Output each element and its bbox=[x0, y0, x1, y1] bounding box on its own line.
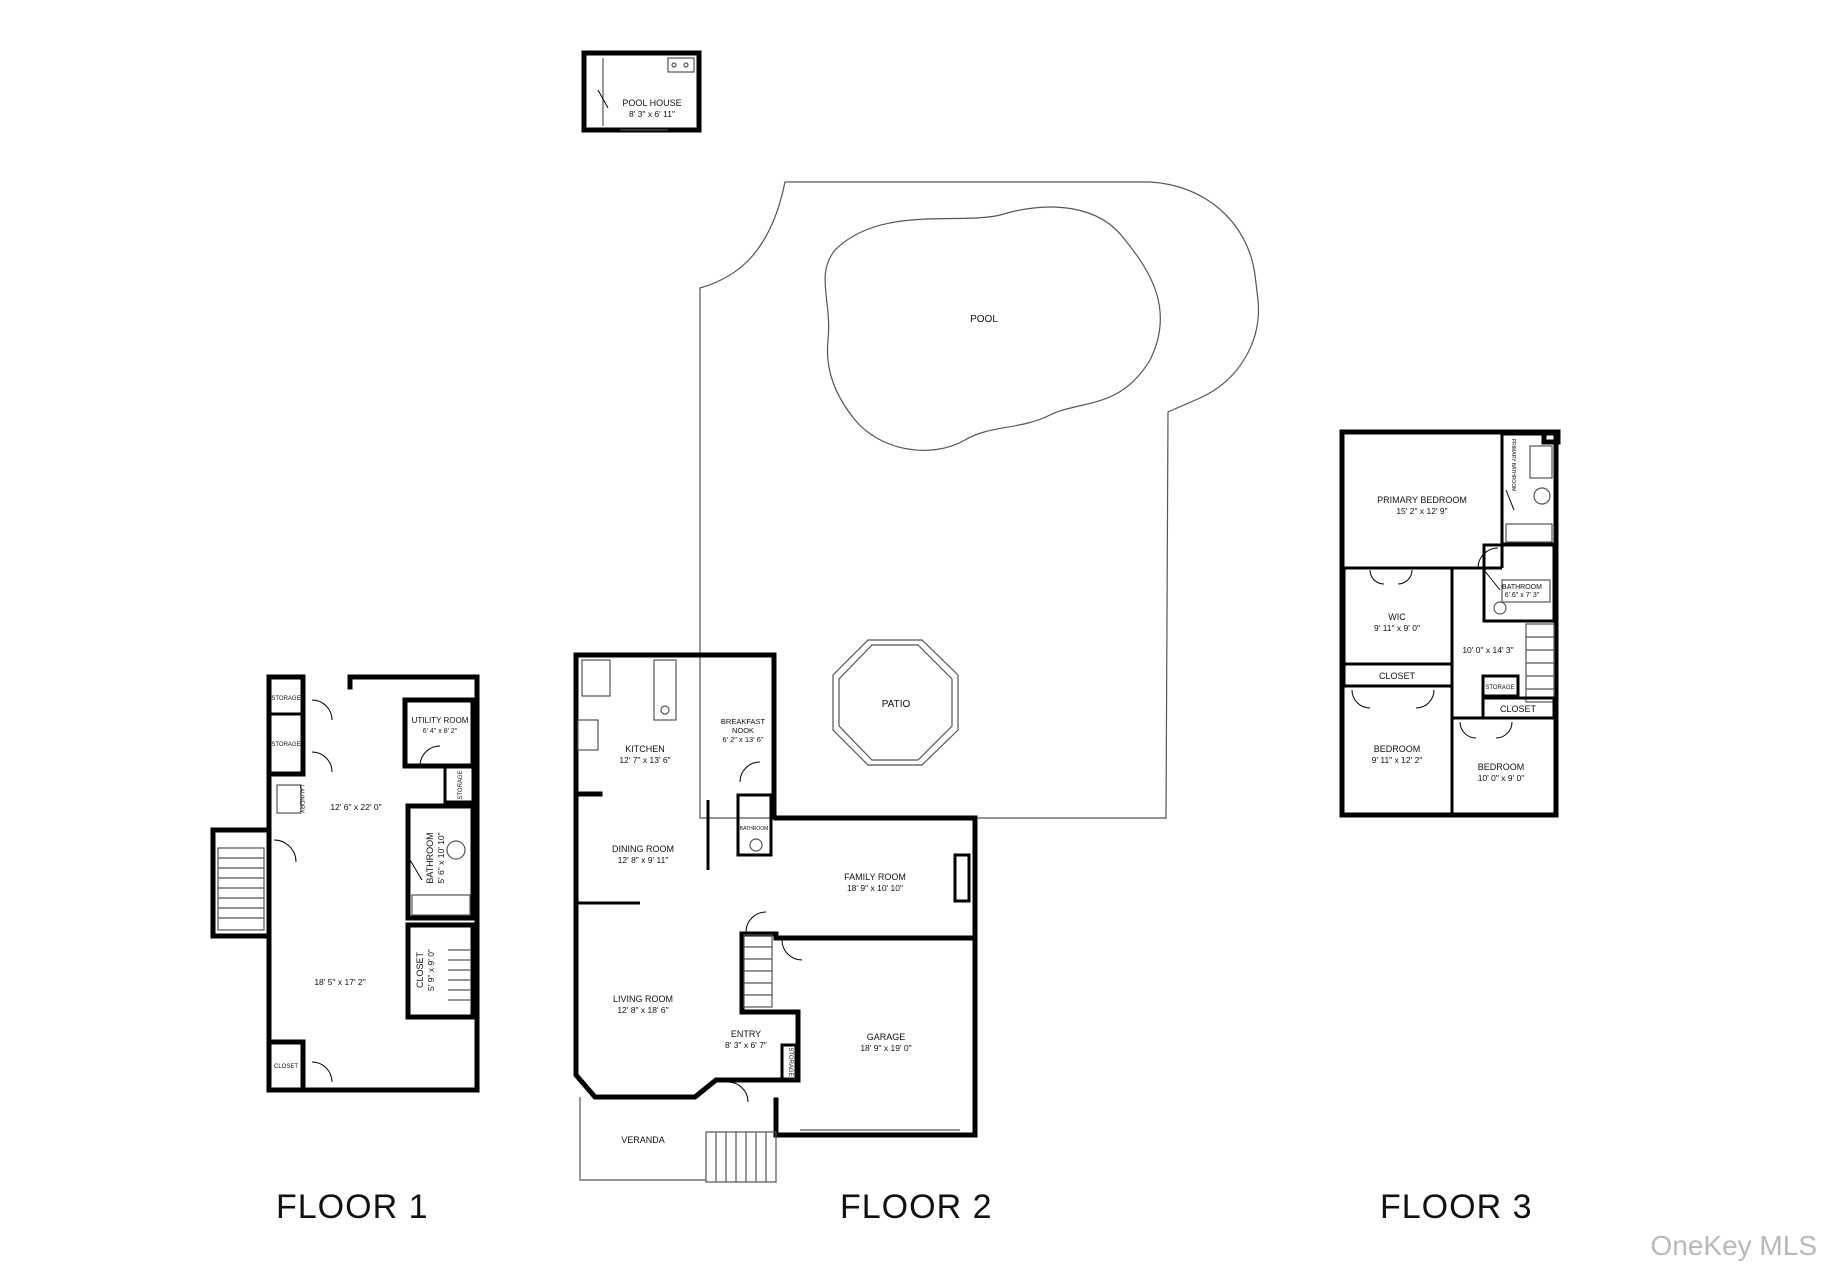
f2-living-room-dims: 12' 8" x 18' 6" bbox=[617, 1005, 668, 1015]
f1-storage-a-label: STORAGE bbox=[271, 696, 300, 702]
f1-closet-stairs bbox=[448, 949, 470, 1001]
f1-storage-b-label: STORAGE bbox=[271, 742, 300, 748]
f2-living-room-label: LIVING ROOM bbox=[613, 994, 673, 1004]
floor-1-plan: STORAGE STORAGE LAUNDRY UTILITY ROOM 6' … bbox=[210, 674, 480, 1093]
f1-bathroom-dims: 5' 6" x 10' 10" bbox=[436, 832, 446, 883]
watermark: OneKey MLS bbox=[1650, 1230, 1817, 1261]
f2-kitchen-label: KITCHEN bbox=[625, 744, 665, 754]
f3-closet-a-label: CLOSET bbox=[1379, 671, 1416, 681]
f2-breakfast-nook-label2: NOOK bbox=[732, 726, 754, 735]
f3-storage-label: STORAGE bbox=[1485, 685, 1514, 691]
f1-storage-c-label: STORAGE bbox=[458, 770, 464, 799]
patio-label: PATIO bbox=[882, 699, 911, 710]
f2-entry-label: ENTRY bbox=[731, 1029, 761, 1039]
f2-fireplace bbox=[953, 853, 971, 903]
f1-laundry-label: LAUNDRY bbox=[298, 785, 304, 814]
f2-garage-dims: 18' 9" x 19' 0" bbox=[860, 1043, 911, 1053]
pool-house-label: POOL HOUSE bbox=[622, 98, 681, 108]
f1-utility-room-label: UTILITY ROOM bbox=[412, 716, 469, 725]
f3-bedroom-a-dims: 9' 11" x 12' 2" bbox=[1372, 755, 1423, 765]
f3-bathroom-label: BATHROOM bbox=[1502, 584, 1542, 591]
f1-stairs bbox=[217, 847, 265, 931]
f2-garage-label: GARAGE bbox=[867, 1032, 906, 1042]
f3-primary-bedroom-label: PRIMARY BEDROOM bbox=[1377, 495, 1467, 505]
f1-utility-room-dims: 6' 4" x 8' 2" bbox=[423, 728, 458, 735]
f2-dining-room-dims: 12' 8" x 9' 11" bbox=[618, 855, 669, 865]
f3-hall-dims: 10' 0" x 14' 3" bbox=[1462, 645, 1513, 655]
f2-breakfast-nook-dims: 6' 2" x 13' 6" bbox=[722, 735, 763, 744]
f3-stairs bbox=[1525, 623, 1555, 703]
floor-2-title: FLOOR 2 bbox=[840, 1188, 993, 1226]
pool-label: POOL bbox=[970, 314, 998, 325]
f1-main-room-dims: 12' 6" x 22' 0" bbox=[330, 802, 381, 812]
f3-wic-label: WIC bbox=[1388, 612, 1406, 622]
floor-2-plan: KITCHEN 12' 7" x 13' 6" BREAKFAST NOOK 6… bbox=[573, 652, 978, 1183]
f2-entry-dims: 8' 3" x 6' 7" bbox=[725, 1040, 767, 1050]
floor-3-plan: PRIMARY BATHROOM PRIMARY BEDROOM 15' 2" … bbox=[1339, 429, 1561, 818]
veranda-label: VERANDA bbox=[621, 1135, 665, 1145]
f2-breakfast-nook-label: BREAKFAST bbox=[721, 717, 766, 726]
f3-bathroom-dims: 6' 6" x 7' 3" bbox=[1505, 592, 1540, 599]
pool-shape bbox=[824, 206, 1161, 451]
f3-bedroom-b-label: BEDROOM bbox=[1478, 762, 1525, 772]
patio-octagon bbox=[832, 639, 959, 766]
f1-closet-dims: 5' 9" x 9' 0" bbox=[426, 949, 436, 991]
f2-dining-room-label: DINING ROOM bbox=[612, 844, 674, 854]
f2-porch-steps bbox=[705, 1131, 777, 1183]
f2-bathroom-label: BATHROOM bbox=[740, 826, 769, 832]
f3-closet-b-label: CLOSET bbox=[1500, 704, 1537, 714]
f2-storage-label: STORAGE bbox=[787, 1047, 793, 1076]
floor-1-title: FLOOR 1 bbox=[276, 1188, 429, 1226]
f2-kitchen-dims: 12' 7" x 13' 6" bbox=[619, 755, 670, 765]
f1-closet-small-label: CLOSET bbox=[274, 1064, 298, 1070]
f3-bedroom-b-dims: 10' 0" x 9' 0" bbox=[1478, 773, 1525, 783]
f3-primary-bathroom-label: PRIMARY BATHROOM bbox=[1510, 439, 1516, 492]
f1-closet-label: CLOSET bbox=[415, 951, 425, 988]
yard: POOL PATIO bbox=[699, 181, 1260, 819]
f3-primary-bedroom-dims: 15' 2" x 12' 9" bbox=[1396, 506, 1447, 516]
f2-stairs bbox=[743, 934, 773, 1008]
f1-lower-room-dims: 18' 5" x 17' 2" bbox=[314, 977, 365, 987]
f1-bathroom-label: BATHROOM bbox=[425, 832, 435, 883]
f2-family-room-dims: 18' 9" x 10' 10" bbox=[847, 883, 903, 893]
floor-3-title: FLOOR 3 bbox=[1380, 1188, 1533, 1226]
pool-house-dims: 8' 3" x 6' 11" bbox=[629, 109, 675, 119]
pool-house: POOL HOUSE 8' 3" x 6' 11" bbox=[581, 50, 702, 133]
f2-family-room-label: FAMILY ROOM bbox=[844, 872, 906, 882]
f3-bedroom-a-label: BEDROOM bbox=[1374, 744, 1421, 754]
f3-wic-dims: 9' 11" x 9' 0" bbox=[1374, 623, 1420, 633]
